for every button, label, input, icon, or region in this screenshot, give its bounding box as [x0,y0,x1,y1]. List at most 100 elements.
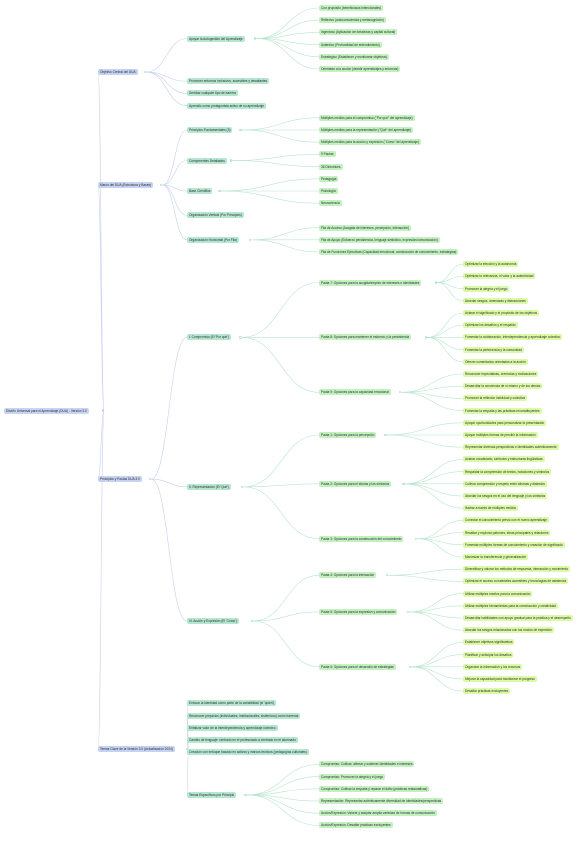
node-respaldar-la-comprension-de-textos-notac[interactable]: Respaldar la comprensión de textos, nota… [463,468,552,475]
node-promover-la-reflexion-individual-y-colec[interactable]: Promover la reflexión individual y colec… [463,395,528,402]
collapse-toggle-icon[interactable] [229,159,233,162]
node-marco-del-dua-estructura-y-bases[interactable]: Marco del DUA (Estructura y Bases) [98,181,154,188]
node-principios-y-pautas-dua-3-0[interactable]: Principios y Pautas DUA 3.0 [98,476,142,483]
node-reflexivo-autoconsciencia-y-metacognicio[interactable]: Reflexivo (autoconsciencia y metacognici… [319,17,386,24]
node-multiples-medios-para-el-compromiso-por-[interactable]: Múltiples medios para el compromiso ("Po… [319,114,415,121]
node-reconocer-prejuicios-individuales-instit[interactable]: Reconocer prejuicios (individuales, inst… [187,712,301,719]
collapse-toggle-icon[interactable] [402,482,405,485]
node-multiples-medios-para-la-representacion-[interactable]: Múltiples medios para la representación … [319,127,414,133]
node-fomentar-la-pertenencia-y-la-comunidad[interactable]: Fomentar la pertenencia y la comunidad [463,346,524,353]
node-con-proposito-beneficiosos-intencionales[interactable]: Con propósito (beneficiosos intencionale… [319,5,384,11]
node-ofrecer-comentarios-orientados-a-la-acci[interactable]: Ofrecer comentarios orientados a la acci… [463,358,528,365]
node-optimizar-la-eleccion-y-la-autonomia[interactable]: Optimizar la elección y la autonomía [463,261,519,268]
collapse-toggle-icon[interactable] [101,409,105,412]
collapse-toggle-icon[interactable] [143,70,147,74]
collapse-toggle-icon[interactable] [434,281,437,284]
collapse-toggle-icon[interactable] [407,610,410,614]
collapse-toggle-icon[interactable] [240,485,244,489]
node-componentes-detallados[interactable]: Componentes Detallados [187,157,227,164]
collapse-toggle-icon[interactable] [424,336,428,339]
node-fila-de-apoyo-esfuerzo-persistencia-leng[interactable]: Fila de Apoyo (Esfuerzo persistencia, le… [319,236,440,243]
node-creacion-con-enfoque-basado-en-activos-y[interactable]: Creación con enfoque basado en activos y… [187,749,309,756]
node-pauta-6-opciones-para-el-desarrollo-de-e[interactable]: Pauta 6: Opciones para el desarrollo de … [319,663,396,670]
collapse-toggle-icon[interactable] [253,37,257,40]
node-pauta-9-opciones-para-la-capacidad-emoci[interactable]: Pauta 9: Opciones para la capacidad emoc… [319,389,391,396]
node-objetivo-central-del-dua[interactable]: Objetivo Central del DUA [98,69,138,76]
collapse-toggle-icon[interactable] [250,619,254,623]
node-conectar-el-conocimiento-previo-con-el-n[interactable]: Conectar el conocimiento previo con el n… [463,517,549,524]
node-fila-de-funciones-ejecutivas-capacidad-e[interactable]: Fila de Funciones Ejecutivas (Capacidad … [319,249,459,255]
node-optimizar-la-relevancia-el-valor-y-la-au[interactable]: Optimizar la relevancia, el valor y la a… [463,273,536,280]
node-cambio-de-lenguaje-centrado-en-el-profes[interactable]: Cambio de lenguaje: centrado en el profe… [187,737,298,743]
node-apoyar-multiples-formas-de-percibir-la-i[interactable]: Apoyar múltiples formas de percibir la i… [463,432,538,438]
collapse-toggle-icon[interactable] [408,665,411,668]
node-resaltar-y-explorar-patrones-ideas-princ[interactable]: Resaltar y explorar patrones, ideas prin… [463,529,551,536]
node-9-pautas[interactable]: 9 Pautas [319,151,336,158]
node-reconocer-expectativas-creencias-y-motiv[interactable]: Reconocer expectativas, creencias y moti… [463,371,539,377]
node-aprendiz-como-protagonista-activo-de-su-[interactable]: Aprendiz como protagonista activo de su … [187,102,266,109]
node-diversificar-y-valorar-los-metodos-de-re[interactable]: Diversificar y valorar los métodos de re… [463,566,571,573]
node-orientado-a-la-accion-decidir-aprendizaj[interactable]: Orientado a la acción (decidir aprendiza… [319,66,401,72]
collapse-toggle-icon[interactable] [415,537,418,540]
node-principios-fundamentales-3[interactable]: Principios Fundamentales (3) [187,127,233,133]
node-organizar-la-informacion-y-los-recursos[interactable]: Organizar la información y los recursos [463,663,523,670]
node-36-directrices[interactable]: 36 Directrices [319,163,343,170]
collapse-toggle-icon[interactable] [244,793,247,797]
root-node[interactable]: Diseño Universal para el Aprendizaje (DU… [4,407,89,414]
node-abordar-los-sesgos-en-el-uso-del-lenguaj[interactable]: Abordar los sesgos en el uso del lenguaj… [463,493,548,499]
node-accion-expresion-desafiar-practicas-excl[interactable]: Acción/Expresión: Desafiar prácticas exc… [319,822,393,829]
collapse-toggle-icon[interactable] [160,183,163,187]
node-aclarar-vocabulario-simbolos-y-estructur[interactable]: Aclarar vocabulario, símbolos y estructu… [463,456,545,463]
node-promover-la-alegria-y-el-juego[interactable]: Promover la alegría y el juego [463,285,510,292]
node-establecer-objetivos-significativos[interactable]: Establecer objetivos significativos [463,639,515,646]
node-representacion-representar-autenticament[interactable]: Representación: Representar auténticamen… [319,798,444,804]
node-ilustrar-a-traves-de-multiples-medios[interactable]: Ilustrar a través de múltiples medios [463,505,519,512]
node-organizacion-horizontal-por-fila[interactable]: Organización Horizontal (Por Fila) [187,236,240,243]
node-ii-representacion-el-que[interactable]: II. Representación (El 'Qué') [187,483,231,490]
node-utilizar-multiples-medios-para-la-comuni[interactable]: Utilizar múltiples medios para la comuni… [463,590,533,597]
node-autentico-profundidad-de-entendimiento[interactable]: Auténtico (Profundidad de entendimiento) [319,41,382,48]
node-derribar-cualquier-tipo-de-barrera[interactable]: Derribar cualquier tipo de barrera [187,90,238,97]
node-apoyar-oportunidades-para-personalizar-l[interactable]: Apoyar oportunidades para personalizar l… [463,419,547,426]
node-utilizar-multiples-herramientas-para-la-[interactable]: Utilizar múltiples herramientas para la … [463,602,558,609]
node-aclarar-el-significado-y-el-proposito-de[interactable]: Aclarar el significado y el propósito de… [463,310,540,316]
node-planificar-y-anticipar-los-desafios[interactable]: Planificar y anticipar los desafíos [463,651,514,658]
node-pauta-1-opciones-para-la-percepcion[interactable]: Pauta 1: Opciones para la percepción [319,432,377,438]
node-ingenioso-aplicacion-de-fortalezas-y-cap[interactable]: Ingenioso (Aplicación de fortalezas y ca… [319,29,398,36]
node-maximizar-la-transferencia-y-generalizac[interactable]: Maximizar la transferencia y generalizac… [463,554,529,560]
node-temas-especificos-por-principio[interactable]: Temas Específicos por Principio [187,791,237,798]
node-fomentar-la-empatia-y-las-practicas-reco[interactable]: Fomentar la empatía y las prácticas reco… [463,407,542,414]
node-organizacion-vertical-por-principios[interactable]: Organización Vertical (Por Principios) [187,212,244,219]
node-representar-diversas-perspectivas-e-iden[interactable]: Representar diversas perspectivas e iden… [463,444,559,451]
node-apoyar-la-autogestion-del-aprendizaje[interactable]: Apoyar la Autogestión del Aprendizaje [187,35,245,42]
node-fomentar-la-colaboracion-interdependenci[interactable]: Fomentar la colaboración, interdependenc… [463,334,563,341]
node-desafiar-practicas-excluyentes[interactable]: Desafiar prácticas excluyentes [463,688,511,695]
node-abordar-los-sesgos-relacionados-con-los-[interactable]: Abordar los sesgos relacionados con los … [463,627,554,634]
node-pauta-7-opciones-para-la-acogida-empleo-[interactable]: Pauta 7: Opciones para la acogida/empleo… [319,279,422,286]
node-compromiso-cultivar-afirmar-y-sostener-i[interactable]: Compromiso: Cultivar, afirmar y sostener… [319,761,415,768]
node-optimizar-los-desafios-y-el-respaldo[interactable]: Optimizar los desafíos y el respaldo [463,322,518,329]
collapse-toggle-icon[interactable] [239,336,242,339]
collapse-toggle-icon[interactable] [218,189,221,193]
collapse-toggle-icon[interactable] [384,433,387,437]
node-pauta-5-opciones-para-la-expresion-y-com[interactable]: Pauta 5: Opciones para la expresión y co… [319,608,398,615]
node-pauta-3-opciones-para-la-construccion-de[interactable]: Pauta 3: Opciones para la construcción d… [319,535,404,542]
node-enfatizar-valor-de-la-interdependencia-y[interactable]: Enfatizar valor de la interdependencia y… [187,724,278,731]
node-fila-de-acceso-acogida-de-intereses-perc[interactable]: Fila de Acceso (Acogida de intereses, pe… [319,224,412,231]
collapse-toggle-icon[interactable] [148,478,152,481]
node-base-cientifica[interactable]: Base Científica [187,188,213,194]
node-promover-entornos-inclusivos-accesibles-[interactable]: Promover entornos inclusivos, accesibles… [187,78,270,85]
collapse-toggle-icon[interactable] [398,391,402,394]
node-compromiso-cultivar-la-empatia-y-reparar[interactable]: Compromiso: Cultivar la empatía y repara… [319,785,430,792]
node-temas-clave-de-la-version-3-0-actualizac[interactable]: Temas Clave de la Versión 3.0 (Actualiza… [98,746,175,753]
node-pauta-4-opciones-para-la-interaccion[interactable]: Pauta 4: Opciones para la interacción [319,572,377,579]
node-iii-accion-y-expresion-el-como[interactable]: III. Acción y Expresión (El 'Cómo') [187,618,239,625]
node-cultivar-comprension-y-respeto-entre-idi[interactable]: Cultivar comprensión y respeto entre idi… [463,480,547,487]
node-psicologia[interactable]: Psicología [319,188,338,194]
node-desarrollar-la-conciencia-de-si-mismo-y-[interactable]: Desarrollar la conciencia de sí mismo y … [463,383,543,390]
node-desarrollar-habilidades-con-apoyo-gradua[interactable]: Desarrollar habilidades con apoyo gradua… [463,615,573,621]
node-pedagogia[interactable]: Pedagogía [319,175,339,182]
node-i-compromiso-el-por-que[interactable]: I. Compromiso (El 'Por qué') [187,334,231,341]
node-neurociencia[interactable]: Neurociencia [319,200,342,207]
node-optimizar-el-acceso-a-materiales-accesib[interactable]: Optimizar el acceso a materiales accesib… [463,578,569,585]
